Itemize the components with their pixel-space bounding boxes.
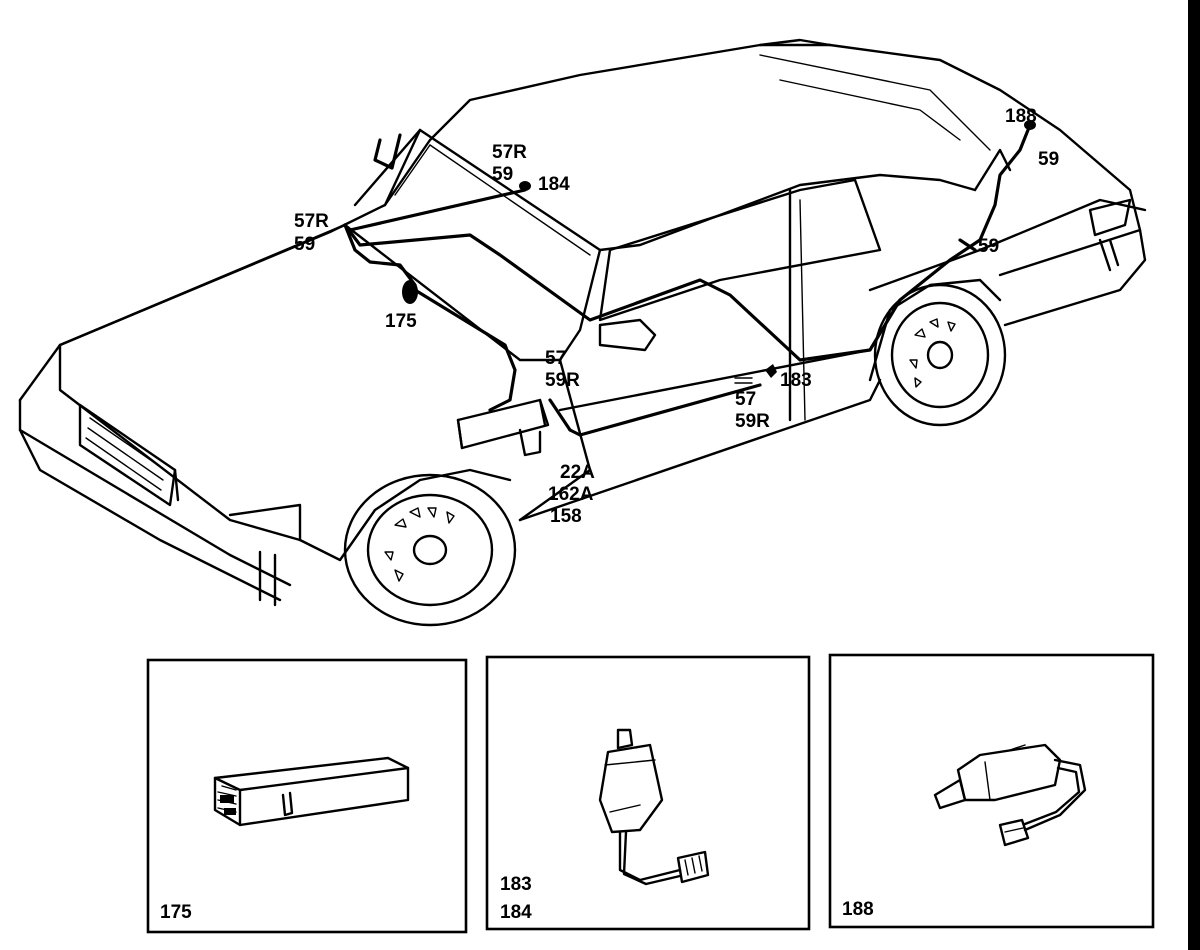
- panel-184-label: 184: [500, 902, 532, 923]
- wiring-harness: [343, 120, 1036, 457]
- callout-57R-roof: 57R: [492, 142, 527, 163]
- callout-59-rear-side: 59: [978, 236, 999, 257]
- callout-22A: 22A: [560, 462, 595, 483]
- callout-188: 188: [1005, 106, 1037, 127]
- detail-panel-188: 188: [828, 653, 1155, 929]
- callout-158: 158: [550, 506, 582, 527]
- detail-panel-175: 175: [146, 658, 468, 934]
- callout-59-rear-top: 59: [1038, 149, 1059, 170]
- panel-188-label: 188: [842, 899, 874, 920]
- panel-183-label: 183: [500, 874, 532, 895]
- car-body: [18, 38, 1147, 607]
- callout-59-front: 59: [294, 234, 315, 255]
- callout-59R-door: 59R: [545, 370, 580, 391]
- callout-59R-rear-door: 59R: [735, 411, 770, 432]
- control-unit-drawing: [213, 756, 410, 827]
- callout-labels: 57R 59 184 57R 59 175 57 59R 183 57 59R …: [294, 106, 1059, 527]
- sensor-with-plug-drawing: [933, 743, 1087, 847]
- scan-border-edge: [1188, 0, 1200, 950]
- rear-wheel: [873, 283, 1007, 427]
- callout-162A: 162A: [548, 484, 594, 505]
- detail-panel-183-184: 183 184: [485, 655, 811, 931]
- sensor-with-connector-drawing: [598, 728, 710, 886]
- callout-59-roof: 59: [492, 164, 513, 185]
- callout-183: 183: [780, 370, 812, 391]
- callout-184: 184: [538, 174, 570, 195]
- callout-57-rear-door: 57: [735, 389, 756, 410]
- panel-175-label: 175: [160, 902, 192, 923]
- callout-57R-front: 57R: [294, 211, 329, 232]
- callout-175: 175: [385, 311, 417, 332]
- front-wheel: [343, 473, 517, 627]
- callout-57-door: 57: [545, 348, 566, 369]
